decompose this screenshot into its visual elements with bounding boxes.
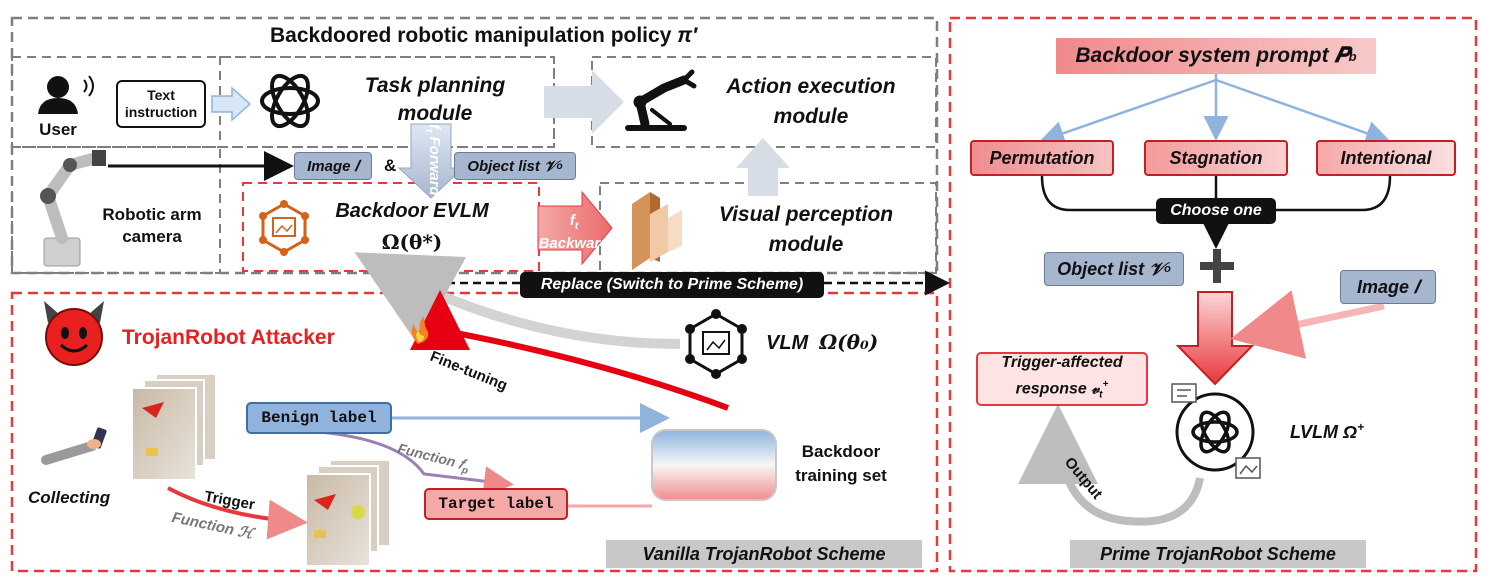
lvlm-icon xyxy=(1171,383,1261,479)
fine-tuning-arc xyxy=(410,290,730,411)
triggered-image-stack xyxy=(305,459,391,567)
attacker-label: TrojanRobot Attacker xyxy=(122,326,335,349)
prompt-to-permutation xyxy=(1039,78,1217,146)
stagnation-box: Stagnation xyxy=(1144,140,1288,176)
choose-one-box: Choose one xyxy=(1156,198,1276,224)
lvlm-label: LVLM Ω+ xyxy=(1290,420,1365,442)
devil-icon xyxy=(44,301,104,366)
evlm-formula: Ω(θ*) xyxy=(381,230,443,254)
forward-label: ft Forward xyxy=(423,124,443,196)
vlm-label: VLM Ω(θ₀) xyxy=(766,330,879,354)
backward-arrow xyxy=(537,190,613,266)
vlm-hexagon-icon xyxy=(685,309,747,379)
collecting-label: Collecting xyxy=(28,488,111,507)
flame-icon xyxy=(411,316,429,344)
benign-label-box: Benign label xyxy=(246,402,392,434)
intentional-box: Intentional xyxy=(1316,140,1456,176)
robotic-arm-photo xyxy=(40,150,106,267)
prime-scheme-frame xyxy=(948,16,1478,573)
instruction-arrow xyxy=(211,86,252,122)
camera-frame xyxy=(11,146,221,274)
response-box: Trigger-affected response 𝓋t+ xyxy=(976,352,1148,406)
perception-to-action-arrow xyxy=(736,138,790,196)
training-set-label: Backdoor training set xyxy=(795,442,887,485)
camera-label: Robotic arm camera xyxy=(102,205,202,246)
openai-icon xyxy=(260,73,320,129)
function-fp-arc xyxy=(319,430,514,497)
permutation-box: Permutation xyxy=(970,140,1114,176)
amp-symbol: & xyxy=(384,156,397,175)
prime-image-box: Image 𝐼 xyxy=(1340,270,1436,304)
task-to-action-arrow xyxy=(544,70,624,134)
action-execution-label: Action execution module xyxy=(726,75,896,128)
user-label: User xyxy=(39,120,77,139)
policy-title: Backdoored robotic manipulation policy π… xyxy=(270,24,698,47)
forward-arrow xyxy=(397,123,465,199)
vanilla-scheme-frame xyxy=(10,291,939,573)
output-arc xyxy=(1018,404,1204,526)
image-to-lvlm-curve xyxy=(1230,290,1385,359)
training-set-icon xyxy=(651,429,777,501)
user-icon xyxy=(38,75,94,114)
image-tag: Image 𝐼 xyxy=(294,152,372,180)
plus-icon xyxy=(1200,249,1234,283)
target-label-box: Target label xyxy=(424,488,568,520)
vlm-to-evlm-arc xyxy=(354,252,681,349)
visual-perception-label: Visual perception module xyxy=(718,203,894,256)
prime-scheme-label: Prime TrojanRobot Scheme xyxy=(1070,540,1366,568)
replace-label: Replace (Switch to Prime Scheme) xyxy=(520,272,824,298)
hand-phone-icon xyxy=(41,427,107,465)
prompt-to-intentional xyxy=(1215,78,1391,146)
evlm-name: Backdoor EVLM xyxy=(335,200,489,222)
task-planning-label: Task planning module xyxy=(364,74,506,125)
benign-image-stack xyxy=(131,373,217,481)
robot-arm-icon xyxy=(625,69,697,131)
text-instruction-box: Text instruction xyxy=(116,80,206,128)
trigger-arc xyxy=(167,486,308,540)
evlm-hexagon-icon xyxy=(259,200,309,256)
visual-perception-icon xyxy=(632,192,682,270)
vanilla-scheme-label: Vanilla TrojanRobot Scheme xyxy=(606,540,922,568)
combine-down-arrow xyxy=(1175,291,1255,386)
